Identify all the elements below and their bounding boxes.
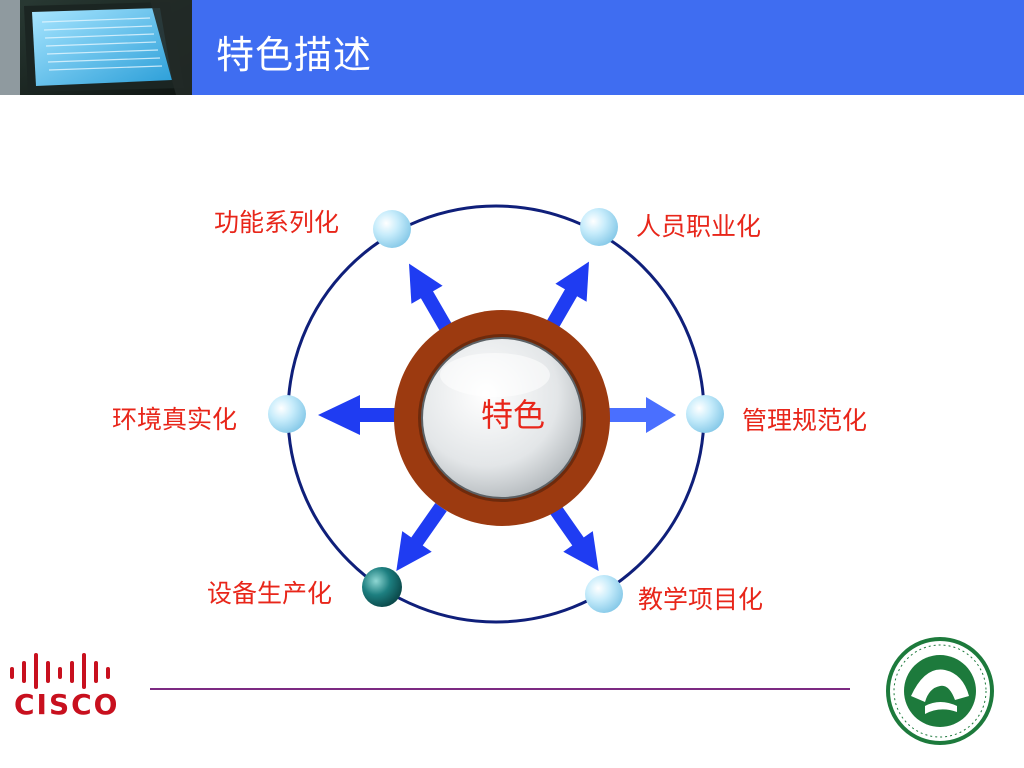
arrow-right-icon <box>606 397 676 433</box>
center-label: 特色 <box>480 396 545 434</box>
page-title: 特色描述 <box>216 33 373 77</box>
footer-divider <box>150 688 850 690</box>
node-label-bottom-right: 教学项目化 <box>638 585 764 614</box>
header-bar: 特色描述 <box>0 0 1024 95</box>
arrow-down-right-icon <box>548 503 599 571</box>
cisco-logo <box>10 653 110 689</box>
node-bubble-top-left <box>373 210 411 248</box>
node-bubble-top-right <box>580 208 618 246</box>
node-label-bottom-left: 设备生产化 <box>207 579 333 608</box>
node-bubble-left <box>268 395 306 433</box>
node-bubble-right <box>686 395 724 433</box>
arrows <box>318 261 676 571</box>
arrow-left-icon <box>318 395 400 435</box>
node-label-left: 环境真实化 <box>112 405 238 434</box>
arrow-down-left-icon <box>396 503 447 571</box>
node-label-top-left: 功能系列化 <box>214 208 340 237</box>
node-label-top-right: 人员职业化 <box>636 212 762 241</box>
node-bubble-bottom-right <box>585 575 623 613</box>
cisco-wordmark: CISCO <box>14 688 120 721</box>
node-bubble-bottom-left <box>362 567 402 607</box>
node-label-right: 管理规范化 <box>742 406 868 435</box>
school-seal-logo <box>886 637 994 745</box>
header-photo <box>0 0 192 95</box>
